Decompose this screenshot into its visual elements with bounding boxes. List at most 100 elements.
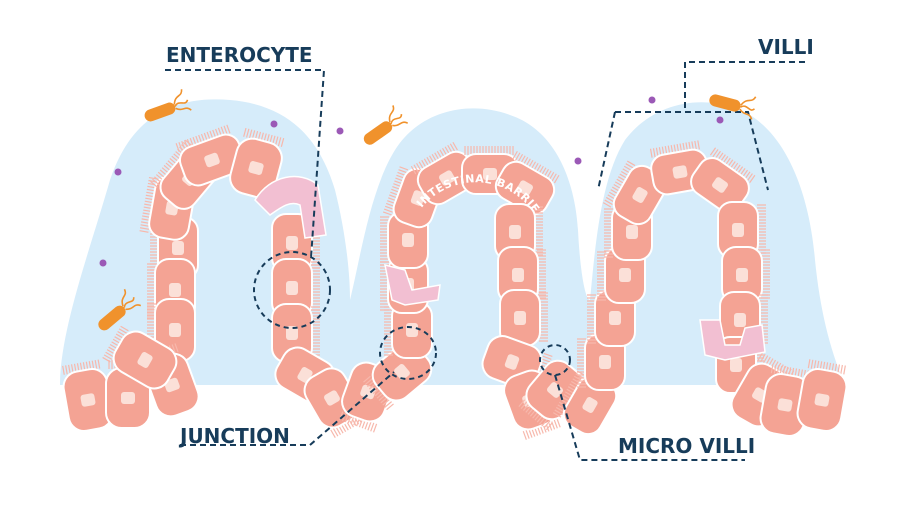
cell-nucleus — [406, 323, 418, 337]
cell-nucleus — [712, 177, 728, 193]
brush-border — [243, 127, 285, 147]
cell-nucleus — [172, 241, 184, 255]
cell-nucleus — [736, 268, 748, 282]
bacterium-flagella — [173, 89, 192, 111]
cell-nucleus — [169, 283, 181, 297]
cell-nucleus — [360, 384, 376, 400]
junction-ring-1 — [253, 251, 331, 329]
brush-border — [534, 206, 543, 256]
brush-border — [552, 370, 586, 418]
brush-border — [175, 124, 231, 152]
enterocyte-cell — [229, 127, 285, 199]
brush-border — [807, 359, 846, 375]
cell-nucleus — [121, 392, 135, 404]
brush-border — [139, 176, 158, 233]
bacterium-icon — [98, 288, 142, 331]
brush-border — [382, 166, 409, 216]
bacterium-body — [144, 102, 176, 122]
cell-nucleus — [80, 393, 96, 407]
particles-group — [99, 96, 724, 267]
goblet-cell — [384, 263, 441, 306]
particle-dot — [574, 157, 582, 165]
bacterium-flagella — [739, 96, 757, 120]
cell-nucleus — [286, 281, 298, 295]
enterocyte-cell — [384, 301, 433, 359]
particle-dot — [336, 127, 344, 135]
brush-border — [602, 160, 636, 208]
cell-nucleus — [248, 161, 264, 175]
bacterium-flagella — [121, 288, 142, 311]
enterocyte-cell — [717, 201, 766, 259]
goblet-cells — [254, 175, 766, 361]
brush-border — [577, 338, 586, 388]
brush-border — [522, 418, 561, 440]
brush-border — [597, 251, 606, 301]
enterocyte-cell — [271, 258, 320, 318]
brush-border — [518, 399, 553, 431]
brush-border — [587, 294, 596, 344]
enterocyte-cells — [62, 124, 848, 440]
particle-dot — [114, 168, 122, 176]
brush-border — [649, 140, 700, 158]
junction-leader — [180, 371, 395, 446]
junction-ring-2 — [379, 326, 437, 380]
particle-dot — [648, 96, 656, 104]
goblet-cell — [254, 175, 327, 239]
cell-nucleus — [137, 352, 153, 368]
cell-nucleus — [410, 190, 426, 206]
brush-border — [512, 150, 560, 184]
cell-nucleus — [169, 323, 181, 337]
villi-leader — [597, 61, 805, 191]
cell-nucleus — [483, 168, 497, 180]
cell-nucleus — [517, 180, 533, 196]
enterocyte-cell — [577, 333, 626, 391]
brush-border — [102, 325, 129, 363]
cell-nucleus — [599, 355, 611, 369]
label-junction: JUNCTION — [178, 424, 290, 448]
bacterium-icon — [144, 89, 192, 122]
label-enterocyte: ENTEROCYTE — [166, 43, 313, 67]
cell-nucleus — [512, 268, 524, 282]
enterocyte-cell — [102, 325, 178, 390]
cell-nucleus — [439, 170, 455, 186]
brush-border — [464, 146, 514, 155]
particle-dot — [716, 116, 724, 124]
cell-nucleus — [514, 311, 526, 325]
cell-nucleus — [672, 165, 688, 179]
enterocyte-cell — [494, 203, 543, 261]
enterocyte-cell — [796, 359, 848, 432]
brush-border — [150, 139, 193, 188]
goblet-cell — [699, 319, 766, 361]
label-villi: VILLI — [758, 35, 814, 59]
bacterium-icon — [363, 105, 409, 145]
enterocyte-cell — [175, 124, 246, 187]
bacterium-body — [98, 305, 126, 331]
cell-nucleus — [734, 313, 746, 327]
enterocyte-leader — [165, 69, 326, 259]
brush-border — [339, 411, 378, 433]
bacterium-flagella — [388, 105, 409, 127]
brush-border — [604, 208, 613, 258]
cell-nucleus — [732, 223, 744, 237]
cell-nucleus — [402, 233, 414, 247]
label-micro-villi: MICRO VILLI — [618, 434, 755, 458]
cell-nucleus — [286, 236, 298, 250]
bacterium-body — [363, 121, 393, 145]
microvilli-ring — [539, 344, 571, 376]
brush-border — [537, 249, 546, 299]
particle-dot — [99, 259, 107, 267]
label-external-environment: EXTERNAL ENVIRONMENT — [354, 41, 543, 56]
cell-nucleus — [324, 390, 340, 406]
cell-nucleus — [204, 152, 220, 168]
cell-nucleus — [509, 225, 521, 239]
cell-nucleus — [394, 364, 410, 380]
cell-nucleus — [582, 397, 598, 413]
cell-nucleus — [286, 326, 298, 340]
cell-nucleus — [626, 225, 638, 239]
cell-nucleus — [777, 398, 793, 412]
brush-border — [62, 359, 101, 375]
brush-border — [539, 292, 548, 342]
cell-nucleus — [814, 393, 830, 407]
